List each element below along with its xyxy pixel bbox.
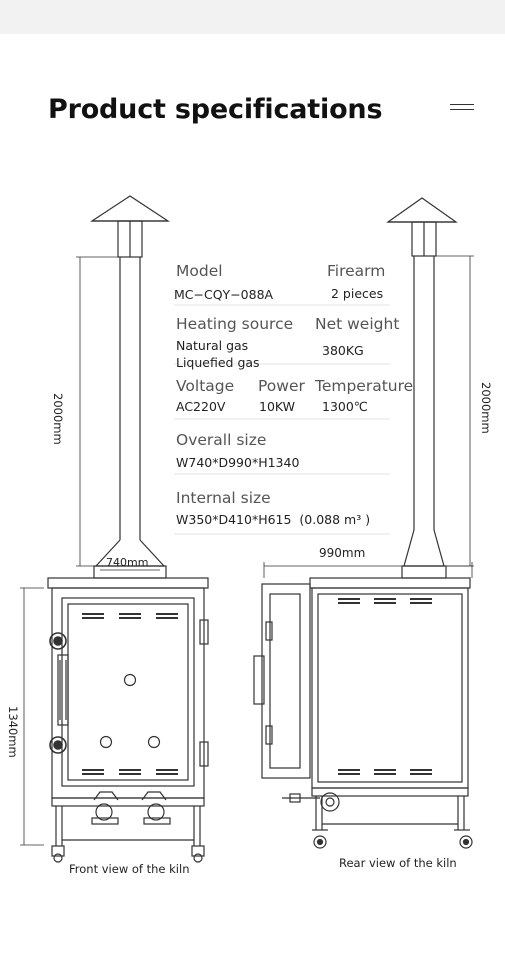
temperature-label: Temperature	[315, 377, 414, 395]
front-top-vents	[82, 613, 178, 619]
front-chimney	[89, 195, 171, 579]
voltage-value: AC220V	[176, 399, 226, 414]
front-burners	[91, 791, 171, 825]
heating-source-label: Heating source	[176, 315, 294, 333]
power-value: 10KW	[259, 399, 296, 414]
heating-source-value-1: Natural gas	[176, 338, 249, 353]
menu-icon[interactable]	[450, 104, 474, 110]
page-title: Product specifications	[48, 94, 383, 125]
front-view-caption: Front view of the kiln	[69, 862, 190, 876]
temperature-value: 1300℃	[322, 399, 368, 414]
front-width-label: 740mm	[106, 556, 149, 569]
body-height-label: 1340mm	[6, 706, 20, 758]
rear-depth-label: 990mm	[319, 546, 366, 560]
spec-separators	[174, 304, 390, 535]
rear-chimney	[386, 197, 458, 579]
rear-chimney-height-label: 2000mm	[479, 382, 493, 434]
net-weight-value: 380KG	[322, 343, 364, 358]
overall-size-value: W740*D990*H1340	[176, 455, 300, 470]
front-dimension-lines	[20, 256, 160, 846]
rear-top-vents	[338, 598, 432, 604]
model-label: Model	[176, 262, 223, 280]
rear-dimension-lines	[263, 255, 474, 578]
internal-size-value: W350*D410*H615 (0.088 m³ )	[176, 512, 371, 527]
vent-slots	[82, 598, 432, 775]
firearm-value: 2 pieces	[331, 286, 384, 301]
model-value: MC−CQY−088A	[174, 287, 274, 302]
heating-source-value-2: Liquefied gas	[176, 355, 260, 370]
firearm-label: Firearm	[327, 262, 386, 280]
overall-size-label: Overall size	[176, 431, 267, 449]
front-bottom-vents	[82, 769, 178, 775]
front-body	[47, 577, 209, 863]
power-label: Power	[258, 377, 305, 395]
rear-body	[253, 577, 473, 849]
top-bar	[0, 0, 505, 34]
front-valves	[49, 632, 67, 754]
internal-size-label: Internal size	[176, 489, 271, 507]
front-chimney-height-label: 2000mm	[51, 393, 65, 445]
rear-bottom-vents	[338, 769, 432, 775]
rear-view-caption: Rear view of the kiln	[339, 856, 457, 870]
net-weight-label: Net weight	[315, 315, 400, 333]
voltage-label: Voltage	[176, 377, 235, 395]
